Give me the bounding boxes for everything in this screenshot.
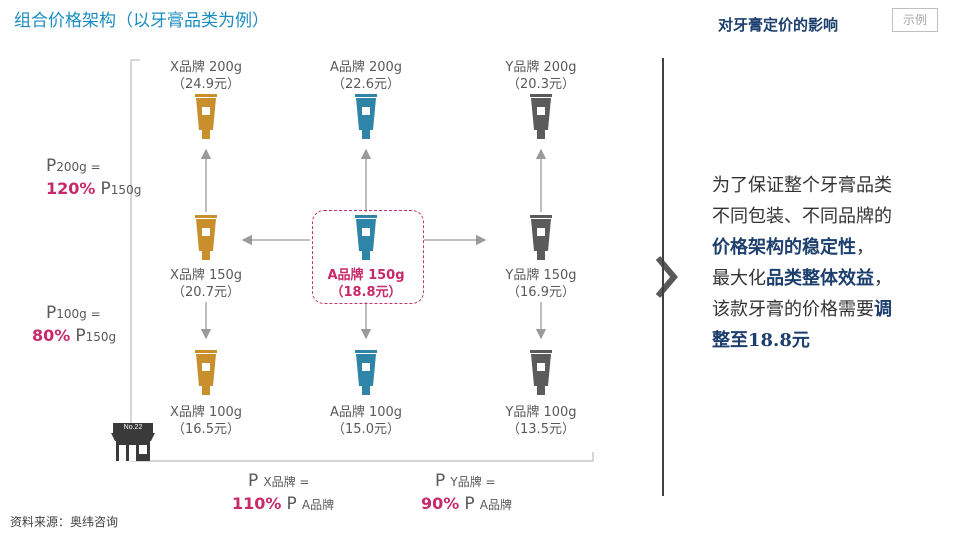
description-text: 为了保证整个牙膏品类 不同包装、不同品牌的 价格架构的稳定性， 最大化品类整体效…	[712, 175, 892, 351]
toothpaste-tube-icon	[529, 215, 553, 261]
node-y-100: Y品牌 100g （13.5元）	[476, 404, 606, 438]
node-price: （22.6元）	[332, 77, 400, 92]
toothpaste-tube-icon	[194, 350, 218, 396]
ratio-size-100: P100g = 80% P150g	[32, 303, 117, 346]
node-label: A品牌 100g	[329, 405, 403, 420]
node-a-100: A品牌 100g （15.0元）	[301, 404, 431, 438]
node-price: （18.8元）	[330, 285, 402, 300]
node-price: （13.5元）	[507, 422, 575, 437]
node-label: Y品牌 200g	[505, 60, 577, 75]
divider-line	[662, 58, 664, 496]
node-price: （16.9元）	[507, 285, 575, 300]
node-price: （24.9元）	[172, 77, 240, 92]
toothpaste-tube-icon	[529, 350, 553, 396]
node-y-150: Y品牌 150g （16.9元）	[476, 267, 606, 301]
node-y-200: Y品牌 200g （20.3元）	[476, 59, 606, 93]
toothpaste-tube-icon	[354, 94, 378, 140]
page-title: 组合价格架构（以牙膏品类为例）	[14, 11, 269, 31]
node-a-200: A品牌 200g （22.6元）	[301, 59, 431, 93]
ratio-size-200: P200g = 120% P150g	[46, 156, 142, 199]
toothpaste-tube-icon	[194, 94, 218, 140]
node-label: A品牌 200g	[329, 60, 403, 75]
ratio-brand-y: P Y品牌 = 90% P A品牌	[421, 471, 512, 514]
node-price: （20.7元）	[172, 285, 240, 300]
chevron-right-icon	[655, 256, 678, 298]
node-price: （16.5元）	[172, 422, 240, 437]
node-price: （15.0元）	[332, 422, 400, 437]
node-price: （20.3元）	[507, 77, 575, 92]
store-sign: No.22	[123, 424, 143, 431]
node-label: X品牌 150g	[169, 268, 243, 283]
section-header: 对牙膏定价的影响	[718, 16, 839, 34]
node-x-150: X品牌 150g （20.7元）	[141, 267, 271, 301]
ratio-brand-x: P X品牌 = 110% P A品牌	[232, 471, 335, 514]
node-x-200: X品牌 200g （24.9元）	[141, 59, 271, 93]
toothpaste-tube-icon	[354, 350, 378, 396]
toothpaste-tube-icon	[194, 215, 218, 261]
store-icon	[111, 423, 155, 461]
toothpaste-tube-icon	[354, 215, 378, 261]
example-badge: 示例	[892, 8, 938, 32]
node-label: X品牌 100g	[169, 405, 243, 420]
node-x-100: X品牌 100g （16.5元）	[141, 404, 271, 438]
toothpaste-tube-icon	[529, 94, 553, 140]
node-label: Y品牌 100g	[505, 405, 577, 420]
node-label: A品牌 150g	[327, 268, 405, 283]
node-label: Y品牌 150g	[505, 268, 577, 283]
highlight-box	[312, 210, 424, 304]
source-note: 资料来源：奥纬咨询	[10, 515, 119, 529]
node-a-150: A品牌 150g （18.8元）	[301, 267, 431, 301]
node-label: X品牌 200g	[169, 60, 243, 75]
